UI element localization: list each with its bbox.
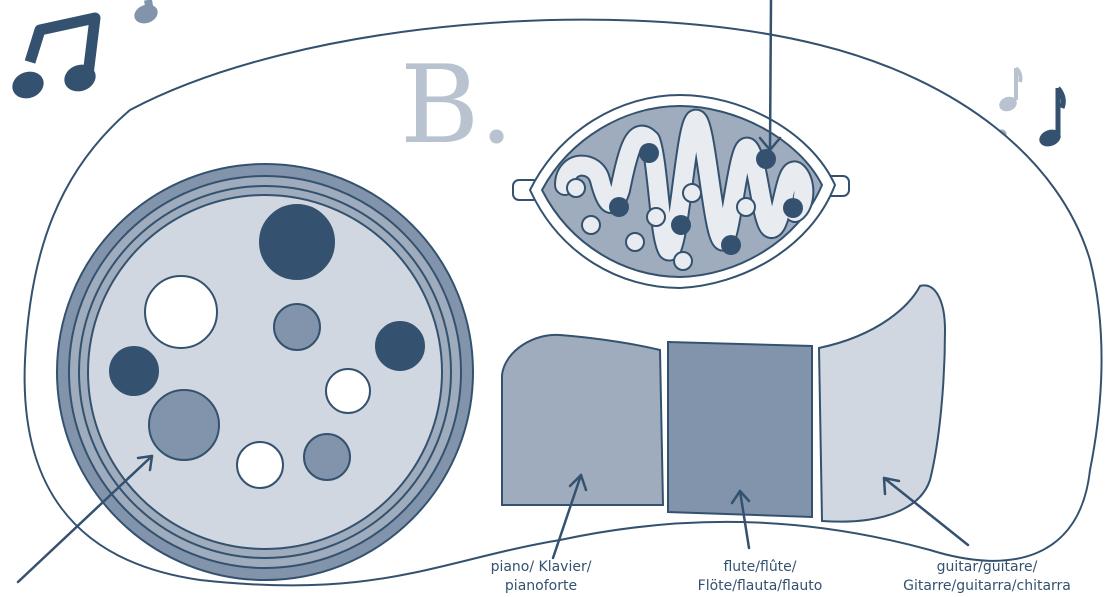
nucleus-dot	[149, 390, 219, 460]
nucleus-dot	[145, 276, 217, 348]
nucleus-dot	[237, 442, 283, 488]
label-piano-line1: piano/ Klavier/	[491, 559, 592, 575]
nucleus	[57, 164, 473, 580]
nucleus-dot	[110, 347, 158, 395]
label-flute-line1: flute/flûte/	[723, 559, 796, 575]
label-guitar-line2: Gitarre/guitarra/chitarra	[903, 578, 1071, 594]
label-guitar-line1: guitar/guitare/	[937, 559, 1038, 575]
nucleus-dot	[260, 205, 334, 279]
nucleus-dot	[304, 434, 350, 480]
nucleus-dot	[326, 369, 370, 413]
music-notes-icon-top-left	[9, 0, 161, 103]
label-flute-line2: Flöte/flauta/flauto	[698, 578, 823, 594]
section-letter: B.	[400, 43, 514, 168]
label-piano-line2: pianoforte	[505, 578, 577, 594]
nucleus-dot	[376, 322, 424, 370]
nucleus-dot	[274, 304, 320, 350]
